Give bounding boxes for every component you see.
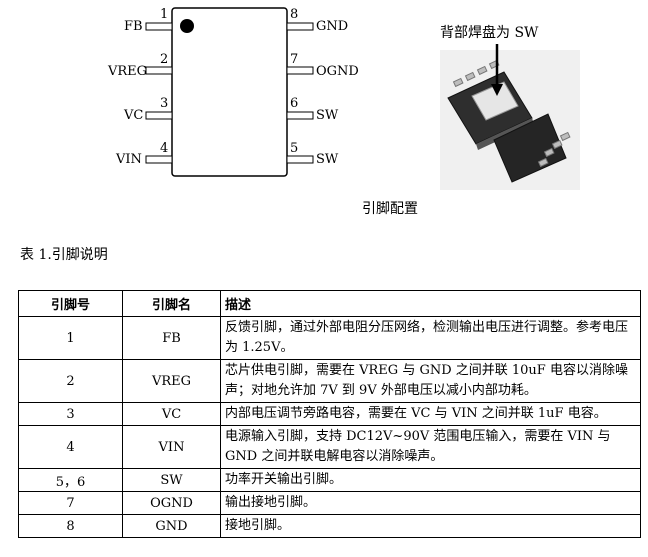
header-pin-name: 引脚名 <box>122 290 221 317</box>
pin-name-cell: FB <box>122 316 221 360</box>
pin-name: VC <box>124 108 144 123</box>
table-header-row: 引脚号 引脚名 描述 <box>18 290 641 317</box>
table-row: 2 VREG 芯片供电引脚，需要在 VREG 与 GND 之间并联 10uF 电… <box>18 359 641 403</box>
pin-number: 4 <box>160 141 169 156</box>
pin-number-cell: 4 <box>18 425 123 469</box>
description-cell: 内部电压调节旁路电容，需要在 VC 与 VIN 之间并联 1uF 电容。 <box>220 402 641 426</box>
pin-description-table: 引脚号 引脚名 描述 1 FB 反馈引脚，通过外部电阻分压网络，检测输出电压进行… <box>18 290 641 538</box>
pin-number: 8 <box>290 7 299 22</box>
pin-name: SW <box>316 152 339 167</box>
pin-number-cell: 8 <box>18 514 123 538</box>
pin-5-lead <box>286 155 314 164</box>
photo-caption: 背部焊盘为 SW <box>440 25 539 41</box>
pin-number-cell: 3 <box>18 402 123 426</box>
pin1-indicator-dot <box>180 19 194 33</box>
table-row: 8 GND 接地引脚。 <box>18 514 641 538</box>
table-row: 4 VIN 电源输入引脚，支持 DC12V~90V 范围电压输入，需要在 VIN… <box>18 425 641 469</box>
table-caption: 表 1.引脚说明 <box>20 247 108 263</box>
table-row: 1 FB 反馈引脚，通过外部电阻分压网络，检测输出电压进行调整。参考电压为 1.… <box>18 316 641 360</box>
pin-6-lead <box>286 111 314 120</box>
pin-name-cell: VIN <box>122 425 221 469</box>
pin-1-lead <box>145 22 173 31</box>
header-description: 描述 <box>220 290 641 317</box>
pin-2-lead <box>145 66 173 75</box>
description-cell: 接地引脚。 <box>220 514 641 538</box>
pin-name: VIN <box>116 152 142 167</box>
chip-body <box>171 7 288 177</box>
table-row: 7 OGND 输出接地引脚。 <box>18 491 641 515</box>
description-cell: 反馈引脚，通过外部电阻分压网络，检测输出电压进行调整。参考电压为 1.25V。 <box>220 316 641 360</box>
pin-name: GND <box>316 19 349 34</box>
pin-number-cell: 2 <box>18 359 123 403</box>
figure-caption: 引脚配置 <box>362 201 418 217</box>
description-cell: 电源输入引脚，支持 DC12V~90V 范围电压输入，需要在 VIN 与 GND… <box>220 425 641 469</box>
header-pin-number: 引脚号 <box>18 290 123 317</box>
pin-number-cell: 5，6 <box>18 468 123 492</box>
pin-3-lead <box>145 111 173 120</box>
pin-name-cell: GND <box>122 514 221 538</box>
table-row: 5，6 SW 功率开关输出引脚。 <box>18 468 641 492</box>
pin-number: 2 <box>160 52 169 67</box>
pin-name-cell: OGND <box>122 491 221 515</box>
pin-number: 1 <box>160 7 169 22</box>
table-row: 3 VC 内部电压调节旁路电容，需要在 VC 与 VIN 之间并联 1uF 电容… <box>18 402 641 426</box>
pin-number: 7 <box>290 52 299 67</box>
pin-name-cell: VREG <box>122 359 221 403</box>
description-cell: 输出接地引脚。 <box>220 491 641 515</box>
pin-8-lead <box>286 22 314 31</box>
pin-name-cell: SW <box>122 468 221 492</box>
package-photo <box>440 44 580 190</box>
pin-7-lead <box>286 66 314 75</box>
pin-number: 3 <box>160 96 169 111</box>
pin-number: 6 <box>290 96 299 111</box>
pin-name-cell: VC <box>122 402 221 426</box>
pin-number-cell: 7 <box>18 491 123 515</box>
pin-name: FB <box>124 19 143 34</box>
chip-pinout-diagram <box>145 7 580 190</box>
description-cell: 功率开关输出引脚。 <box>220 468 641 492</box>
pin-name: OGND <box>316 64 359 79</box>
description-cell: 芯片供电引脚，需要在 VREG 与 GND 之间并联 10uF 电容以消除噪声；… <box>220 359 641 403</box>
pin-number-cell: 1 <box>18 316 123 360</box>
pin-4-lead <box>145 155 173 164</box>
pin-number: 5 <box>290 141 299 156</box>
pin-name: VREG <box>108 64 148 79</box>
pin-name: SW <box>316 108 339 123</box>
